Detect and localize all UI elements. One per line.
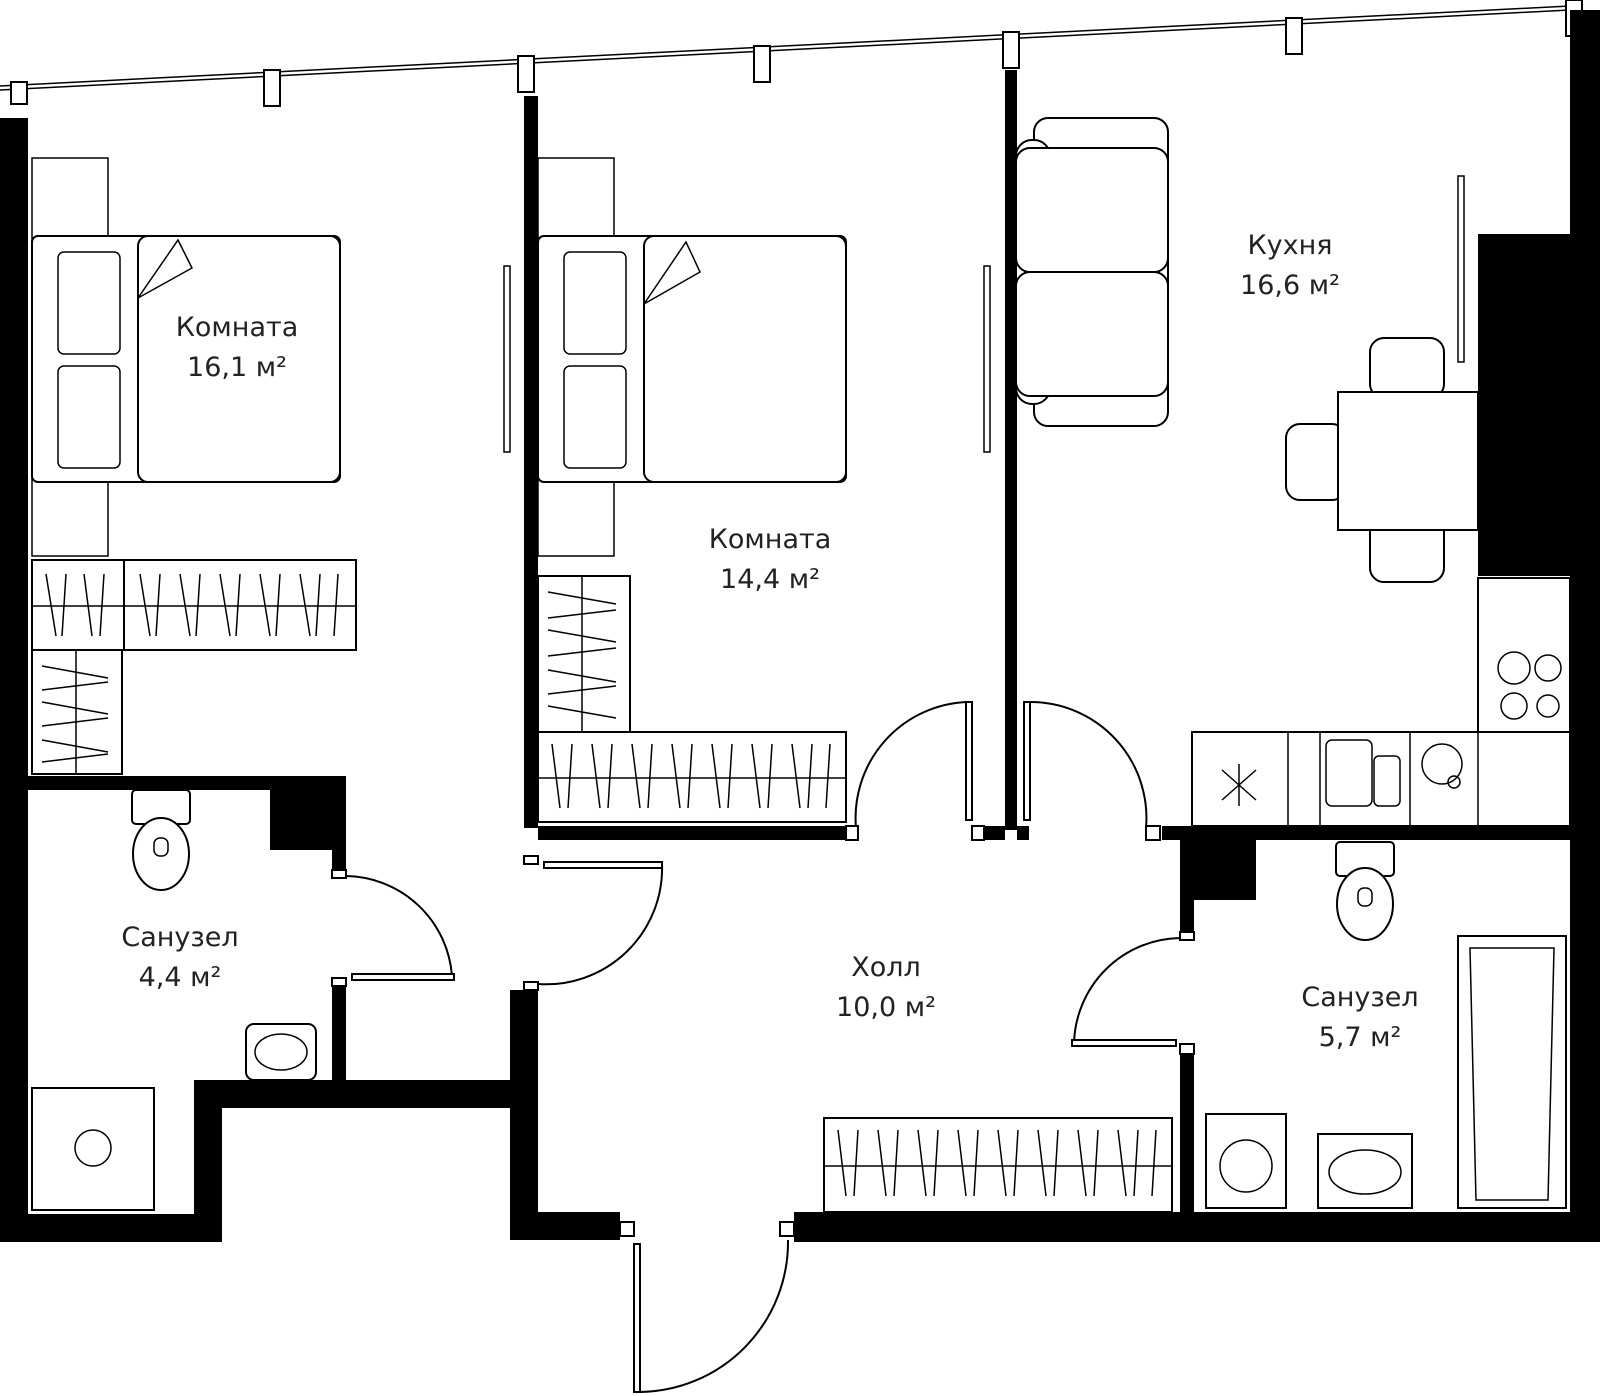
room-area: 14,4 м² bbox=[720, 564, 820, 595]
walls bbox=[0, 10, 1600, 1242]
room-area: 16,6 м² bbox=[1240, 270, 1340, 301]
room-name: Комната bbox=[175, 312, 299, 343]
room-area: 10,0 м² bbox=[836, 992, 936, 1023]
room-label-kitchen: Кухня 16,6 м² bbox=[1240, 226, 1340, 306]
bath2-fixtures bbox=[1205, 841, 1567, 1209]
room-area: 4,4 м² bbox=[138, 962, 222, 993]
curtains bbox=[503, 175, 1465, 453]
room-name: Холл bbox=[851, 952, 921, 983]
room-name: Комната bbox=[708, 524, 832, 555]
room-label-bath2: Санузел 5,7 м² bbox=[1301, 978, 1418, 1058]
kitchen-counter bbox=[1191, 577, 1571, 827]
room-name: Санузел bbox=[1301, 982, 1419, 1013]
room-area: 5,7 м² bbox=[1318, 1022, 1402, 1053]
room-label-bath1: Санузел 4,4 м² bbox=[121, 918, 238, 998]
room-label-hall: Холл 10,0 м² bbox=[836, 948, 936, 1028]
room-label-room1: Комната 16,1 м² bbox=[176, 308, 299, 388]
bed-room2 bbox=[537, 157, 847, 557]
wardrobe-hall bbox=[823, 1117, 1173, 1213]
dining-table bbox=[1285, 337, 1479, 583]
bed-room1 bbox=[31, 157, 341, 557]
wardrobe-room1 bbox=[31, 559, 357, 775]
facade-window-line bbox=[0, 0, 1583, 107]
doors bbox=[331, 700, 1195, 1393]
room-name: Санузел bbox=[121, 922, 239, 953]
wardrobe-room2 bbox=[537, 575, 847, 823]
room-name: Кухня bbox=[1247, 230, 1333, 261]
room-label-room2: Комната 14,4 м² bbox=[709, 520, 832, 600]
sofa bbox=[1015, 117, 1169, 427]
bath1-fixtures bbox=[31, 789, 317, 1211]
room-area: 16,1 м² bbox=[187, 352, 287, 383]
